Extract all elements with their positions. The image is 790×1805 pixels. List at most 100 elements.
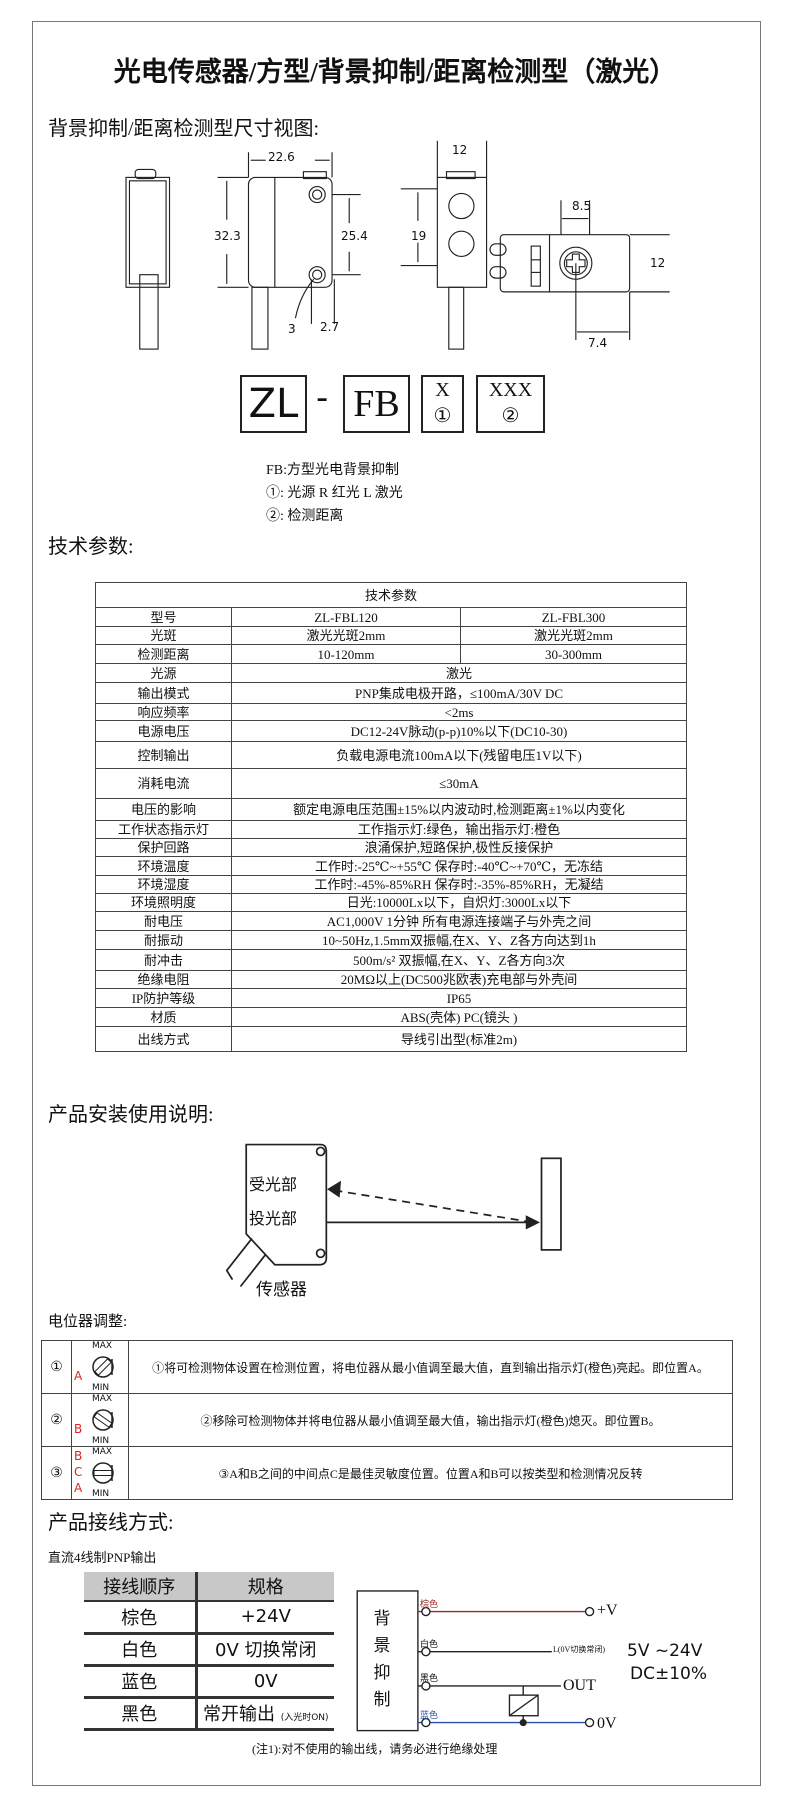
supply-tolerance: DC±10% bbox=[630, 1664, 707, 1684]
spec-value: 额定电源电压范围±15%以内波动时,检测距离±1%以内变化 bbox=[231, 798, 687, 821]
table-row: 环境温度工作时:-25℃~+55℃ 保存时:-40℃~+70℃，无冻结 bbox=[95, 856, 687, 876]
plus-v-terminal: +V bbox=[597, 1602, 618, 1619]
sensor-box bbox=[356, 1590, 419, 1732]
spec-label: 光源 bbox=[95, 663, 232, 683]
dimension-heading: 背景抑制/距离检测型尺寸视图: bbox=[48, 118, 320, 140]
blue-wire-label: 蓝色 bbox=[420, 1710, 439, 1720]
table-row: 保护回路浪涌保护,短路保护,极性反接保护 bbox=[95, 838, 687, 857]
dial-icon bbox=[92, 1356, 114, 1378]
table-row: 出线方式导线引出型(标准2m) bbox=[95, 1026, 687, 1052]
spec-label: 电压的影响 bbox=[95, 798, 232, 821]
distance-placeholder: XXX bbox=[488, 379, 533, 401]
target-object bbox=[540, 1157, 562, 1251]
spec-label: 控制输出 bbox=[95, 741, 232, 769]
white-wire-label: 白色 bbox=[420, 1639, 439, 1649]
spec-label: 耐冲击 bbox=[95, 949, 232, 971]
spec-label: IP防护等级 bbox=[95, 988, 232, 1008]
max-label: MAX bbox=[92, 1341, 113, 1351]
spec-label: 材质 bbox=[95, 1007, 232, 1027]
spec-value: ABS(壳体) PC(镜头 ) bbox=[231, 1007, 687, 1027]
circuit-diagram bbox=[356, 1590, 595, 1732]
model-code-series: FB bbox=[343, 375, 410, 433]
spec-label: 出线方式 bbox=[95, 1026, 232, 1052]
spec-label: 耐振动 bbox=[95, 930, 232, 950]
wire-color: 蓝色 bbox=[84, 1665, 198, 1699]
page-title: 光电传感器/方型/背景抑制/距离检测型（激光） bbox=[113, 57, 677, 87]
spec-label: 绝缘电阻 bbox=[95, 970, 232, 989]
min-label: MIN bbox=[92, 1489, 110, 1499]
spec-value: IP65 bbox=[231, 988, 687, 1008]
min-label: MIN bbox=[92, 1436, 110, 1446]
supply-voltage: 5V ~24V bbox=[627, 1641, 703, 1661]
table-row: 消耗电流≤30mA bbox=[95, 768, 687, 799]
sensor-label: 传感器 bbox=[256, 1280, 307, 1300]
spec-label: 环境照明度 bbox=[95, 893, 232, 912]
legend-line: FB:方型光电背景抑制 bbox=[266, 463, 400, 478]
page-frame bbox=[32, 21, 761, 1786]
spec-value: 浪涌保护,短路保护,极性反接保护 bbox=[231, 838, 687, 857]
zero-v-terminal: 0V bbox=[597, 1715, 617, 1732]
spec-value: 日光:10000Lx以下，自炽灯:3000Lx以下 bbox=[231, 893, 687, 912]
position-letter: A bbox=[74, 1481, 83, 1495]
front-view-drawing bbox=[217, 152, 361, 350]
wiring-note: (注1):对不使用的输出线，请务必进行绝缘处理 bbox=[252, 1742, 498, 1756]
spec-label: 耐电压 bbox=[95, 911, 232, 931]
out-terminal: OUT bbox=[563, 1677, 596, 1694]
install-diagram bbox=[225, 1143, 562, 1288]
spec-value: 工作时:-25℃~+55℃ 保存时:-40℃~+70℃，无冻结 bbox=[231, 856, 687, 876]
black-wire-label: 黑色 bbox=[420, 1673, 439, 1683]
dial-icon bbox=[92, 1462, 114, 1484]
spec-value: 工作时:-45%-85%RH 保存时:-35%-85%RH，无凝结 bbox=[231, 875, 687, 894]
sensor-box-label: 背景抑制 bbox=[373, 1609, 391, 1709]
table-row: 响应频率<2ms bbox=[95, 703, 687, 721]
legend-line: ②: 检测距离 bbox=[266, 509, 344, 524]
spec-label: 保护回路 bbox=[95, 838, 232, 857]
position-letter: C bbox=[74, 1465, 83, 1479]
brown-wire-label: 棕色 bbox=[420, 1599, 439, 1609]
spec-label: 消耗电流 bbox=[95, 768, 232, 799]
wiring-row: 黑色常开输出 (入光时ON) bbox=[84, 1697, 334, 1731]
spec-value: 30-300mm bbox=[460, 644, 687, 664]
spec-label: 工作状态指示灯 bbox=[95, 820, 232, 839]
sensor-cable bbox=[225, 1237, 267, 1288]
spec-label: 光斑 bbox=[95, 626, 232, 645]
spec-value: 500m/s² 双振幅,在X、Y、Z各方向3次 bbox=[231, 949, 687, 971]
spec-value: 激光光斑2mm bbox=[231, 626, 461, 645]
dial-icon bbox=[92, 1409, 114, 1431]
spec-value: ≤30mA bbox=[231, 768, 687, 799]
step-number: ③ bbox=[41, 1446, 72, 1500]
spec-label: 电源电压 bbox=[95, 720, 232, 742]
dim-top-b: 7.4 bbox=[588, 336, 608, 350]
model-legend: FB:方型光电背景抑制 ①: 光源 R 红光 L 激光 ②: 检测距离 bbox=[266, 459, 403, 528]
spec-label: 型号 bbox=[95, 607, 232, 627]
legend-line: ①: 光源 R 红光 L 激光 bbox=[266, 486, 403, 501]
light-source-placeholder: X bbox=[435, 379, 450, 401]
spec-value: 负载电源电流100mA以下(残留电压1V以下) bbox=[231, 741, 687, 769]
wire-spec: 0V bbox=[196, 1665, 334, 1699]
wiring-row: 棕色+24V bbox=[84, 1601, 334, 1635]
wire-color: 白色 bbox=[84, 1633, 198, 1667]
dim-lens-pitch: 19 bbox=[411, 229, 427, 243]
table-row: 控制输出负载电源电流100mA以下(残留电压1V以下) bbox=[95, 741, 687, 769]
spec-value: 导线引出型(标准2m) bbox=[231, 1026, 687, 1052]
receiver-label: 受光部 bbox=[249, 1175, 298, 1194]
pot-instruction: ③A和B之间的中间点C是最佳灵敏度位置。位置A和B可以按类型和检测情况反转 bbox=[128, 1446, 733, 1500]
spec-label: 环境温度 bbox=[95, 856, 232, 876]
spec-value: 工作指示灯:绿色，输出指示灯:橙色 bbox=[231, 820, 687, 839]
